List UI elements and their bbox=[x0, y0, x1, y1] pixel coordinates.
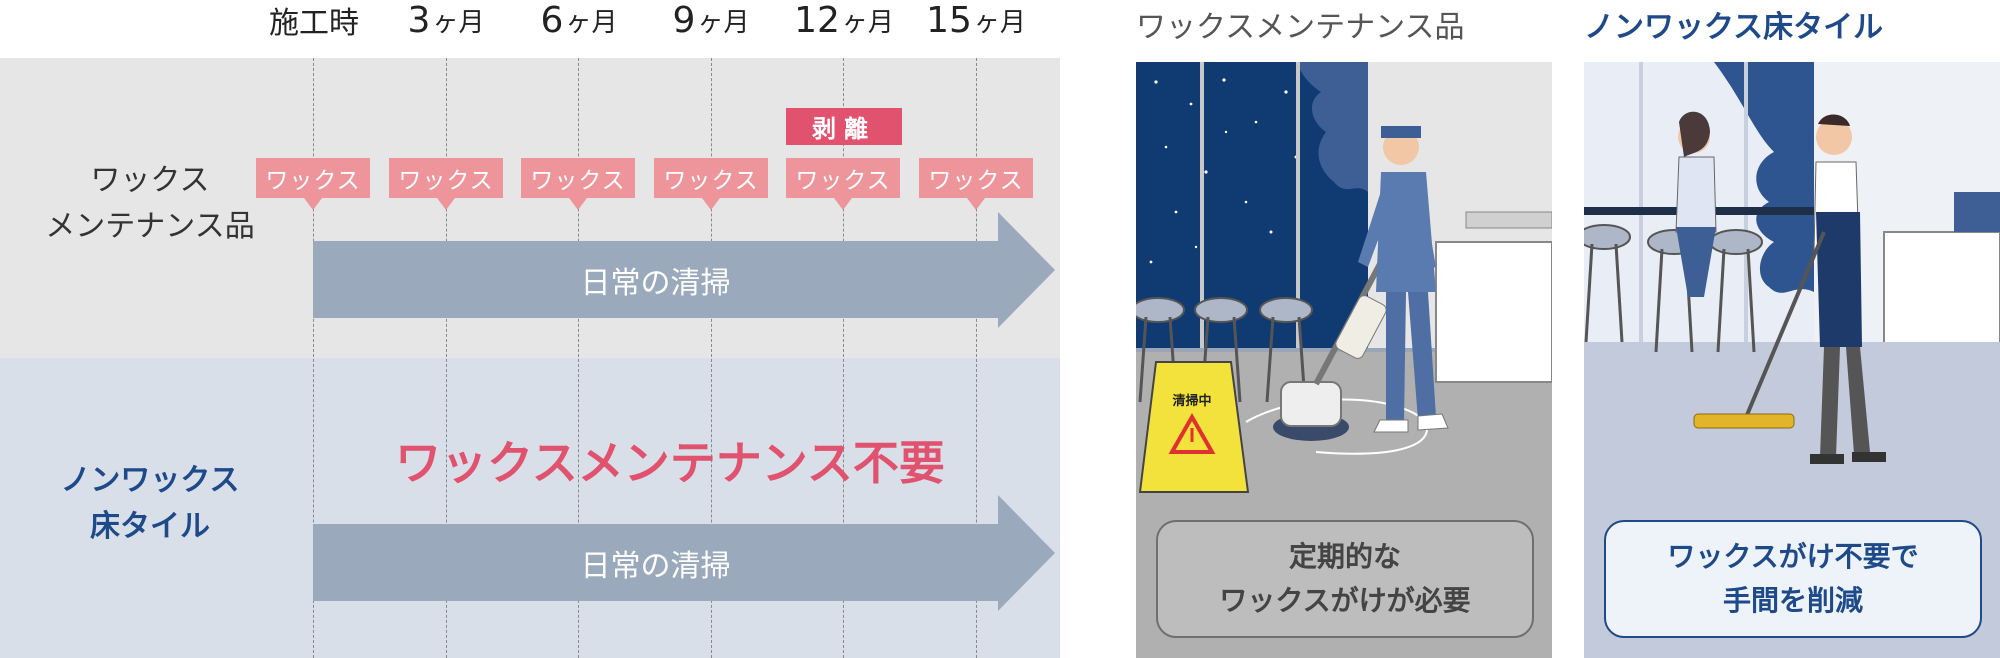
header-12-num: 12 bbox=[794, 0, 840, 41]
apron bbox=[1816, 212, 1862, 347]
mop-head bbox=[1693, 413, 1795, 429]
header-6-unit: ヶ月 bbox=[565, 7, 618, 38]
daily-cleaning-arrow-nowax: 日常の清掃 bbox=[313, 495, 1055, 611]
stripping-tag: 剥離 bbox=[786, 108, 902, 145]
wax-tag: ワックス bbox=[521, 158, 635, 210]
arrow-body bbox=[313, 524, 998, 601]
daily-cleaning-arrow-wax: 日常の清掃 bbox=[313, 212, 1055, 328]
header-3-num: 3 bbox=[407, 0, 431, 41]
wax-row-label-line2: メンテナンス品 bbox=[45, 209, 255, 244]
tree bbox=[1714, 62, 1814, 293]
nowax-row-label-line2: 床タイル bbox=[90, 509, 210, 544]
header-15-unit: ヶ月 bbox=[973, 7, 1026, 38]
bar-stools bbox=[1136, 297, 1313, 323]
gridline-start bbox=[313, 58, 314, 658]
header-12-unit: ヶ月 bbox=[841, 7, 894, 38]
arrow-label: 日常の清掃 bbox=[580, 548, 731, 584]
arrow-head bbox=[998, 212, 1055, 328]
wax-row-label: ワックス メンテナンス品 bbox=[20, 158, 280, 250]
header-3-unit: ヶ月 bbox=[432, 7, 485, 38]
mopping-worker bbox=[1810, 114, 1886, 464]
arrow-body bbox=[313, 241, 998, 318]
panel-wax-title: ワックスメンテナンス品 bbox=[1136, 10, 1465, 45]
header-9-num: 9 bbox=[672, 0, 696, 41]
arrow-head bbox=[998, 495, 1055, 611]
wax-tag: ワックス bbox=[389, 158, 503, 210]
gridline-9 bbox=[711, 58, 712, 658]
seated-customer bbox=[1675, 111, 1717, 297]
caption-line2: 手間を削減 bbox=[1722, 584, 1863, 617]
counter bbox=[1435, 241, 1552, 383]
header-6-num: 6 bbox=[540, 0, 564, 41]
caution-sign: 清掃中 bbox=[1138, 361, 1250, 493]
panel-nowax-title: ノンワックス床タイル bbox=[1584, 10, 1884, 45]
caption-line1: ワックスがけ不要で bbox=[1667, 540, 1919, 573]
tree-silhouette bbox=[1296, 62, 1368, 192]
gridline-3 bbox=[446, 58, 447, 658]
header-start-label: 施工時 bbox=[269, 6, 359, 41]
worker-figure bbox=[1358, 126, 1449, 433]
wax-row-label-line1: ワックス bbox=[90, 163, 210, 198]
arrow-label: 日常の清掃 bbox=[580, 265, 731, 301]
nowax-row-label: ノンワックス 床タイル bbox=[20, 458, 280, 550]
sign-text: 清掃中 bbox=[1172, 393, 1211, 409]
panel-nowax-caption: ワックスがけ不要で 手間を削減 bbox=[1604, 520, 1982, 638]
no-wax-maintenance-text: ワックスメンテナンス不要 bbox=[395, 436, 945, 490]
gridline-15 bbox=[976, 58, 977, 658]
gridline-6 bbox=[578, 58, 579, 658]
mop-handle bbox=[1742, 231, 1826, 423]
header-15-num: 15 bbox=[926, 0, 972, 41]
panel-wax-caption: 定期的な ワックスがけが必要 bbox=[1156, 520, 1534, 638]
wax-tag: ワックス bbox=[654, 158, 768, 210]
nowax-row-band bbox=[0, 358, 1060, 658]
header-start: 施工時 bbox=[244, 0, 384, 41]
wax-tag: ワックス bbox=[919, 158, 1033, 210]
gridline-12 bbox=[843, 58, 844, 658]
caption-line2: ワックスがけが必要 bbox=[1219, 584, 1471, 617]
header-9-unit: ヶ月 bbox=[697, 7, 750, 38]
caption-line1: 定期的な bbox=[1288, 540, 1401, 573]
wax-tag: ワックス bbox=[786, 158, 900, 210]
wax-tag: ワックス bbox=[256, 158, 370, 210]
nowax-row-label-line1: ノンワックス bbox=[60, 463, 240, 498]
